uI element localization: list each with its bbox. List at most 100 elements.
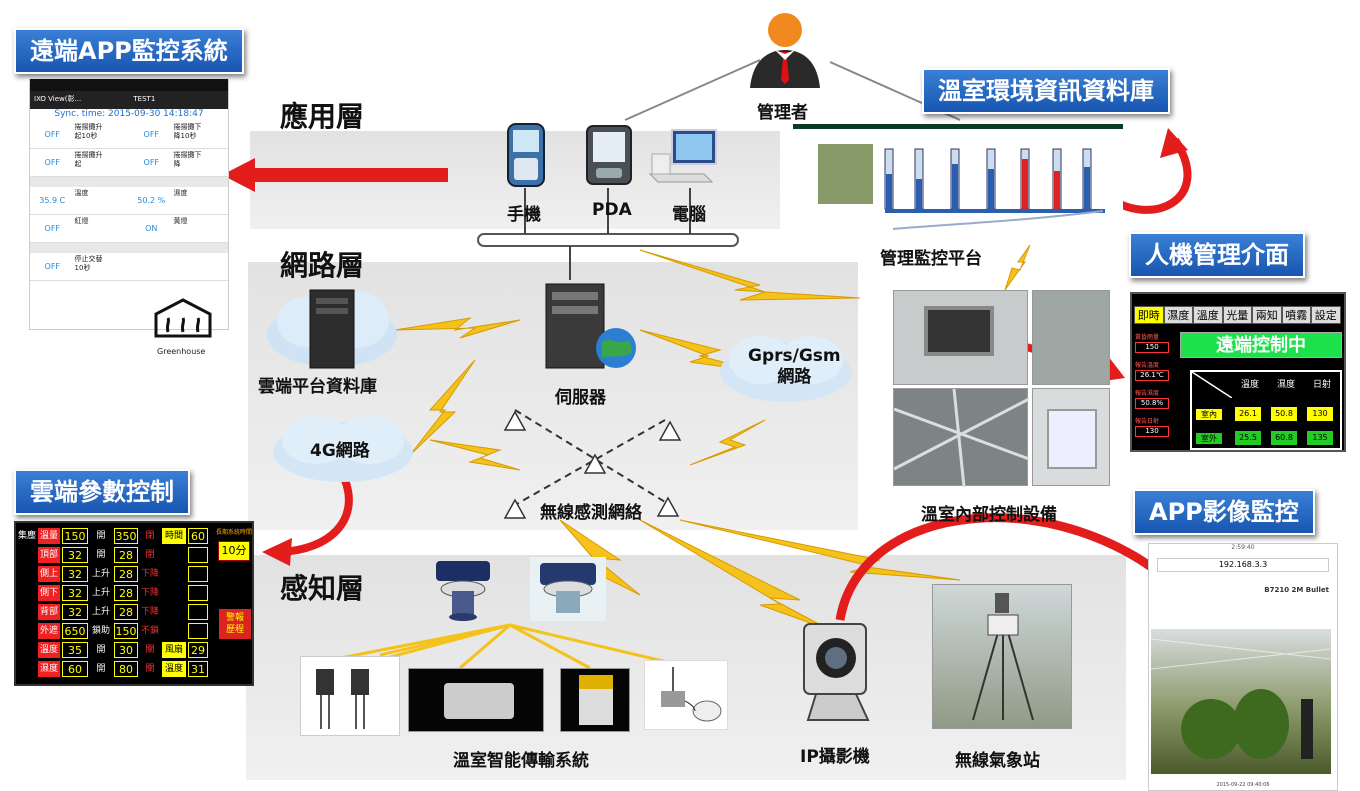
phone-switch-value[interactable]: 50.2 % [137,196,166,205]
hmi-tab[interactable]: 設定 [1311,306,1341,324]
ctrl-cell[interactable] [188,622,208,639]
ip-camera-label: IP攝影機 [800,747,870,767]
ctrl-cell [162,547,186,563]
layer-application: 應用層 [280,100,365,133]
phone-switch-value[interactable]: OFF [143,130,160,139]
title-database: 溫室環境資訊資料庫 [922,68,1170,114]
sensor-canister-photo [560,668,630,732]
hmi-side-value: 50.8% [1135,398,1169,409]
phone-switch-value[interactable]: OFF [44,262,61,271]
camera-address: 192.168.3.3 [1157,558,1329,572]
ctrl-cell[interactable]: 60 [188,527,208,544]
database-screen [793,124,1123,236]
phone-item-label: 捲揚攤下 降 [173,151,202,168]
hmi-value: 25.5 [1235,431,1261,445]
phone-item-label: 捲揚攤下 降10秒 [173,123,202,140]
phone-switch-value[interactable]: 35.9 C [39,196,66,205]
transmitter-photo [408,668,544,732]
pda-label: PDA [592,200,632,220]
ctrl-cell[interactable] [188,565,208,582]
ctrl-cell[interactable]: 28 [114,546,138,563]
ctrl-cell: 時間 [162,527,186,544]
ctrl-cell: 側下 [38,584,60,601]
ctrl-cell[interactable]: 31 [188,660,208,677]
ctrl-cell[interactable]: 150 [62,527,88,544]
ctrl-cell: 閉 [145,530,155,541]
hmi-value: 26.1 [1235,407,1261,421]
ctrl-cell[interactable]: 60 [62,660,88,677]
ctrl-cell[interactable]: 80 [114,660,138,677]
ctrl-cell: 關 [145,663,155,674]
hmi-tab[interactable]: 噴霧 [1281,306,1311,324]
camera-status: 2:59:40 [1231,544,1255,551]
ctrl-cell: 下降 [140,606,159,617]
phone-switch-value[interactable]: ON [145,224,158,233]
ctrl-cell[interactable]: 32 [62,546,88,563]
equipment-photo-box [1032,290,1110,385]
phone-switch-value[interactable]: OFF [44,224,61,233]
phone-switch-value[interactable]: OFF [44,130,61,139]
title-app-video: APP影像監控 [1133,489,1315,535]
phone-item-label: 濕度 [173,189,188,197]
camera-footer: 2015-09-22 09:40:06 [1216,782,1270,788]
hmi-side-value: 26.1℃ [1135,370,1169,381]
hmi-side-value: 130 [1135,426,1169,437]
layer-network: 網路層 [280,249,365,282]
hmi-tab[interactable]: 濕度 [1163,306,1193,324]
solar-sensor-1-icon [436,561,490,621]
ctrl-cell [162,566,186,582]
weather-station-label: 無線氣象站 [955,751,1040,771]
ctrl-cell[interactable]: 35 [62,641,88,658]
hmi-tab[interactable]: 溫度 [1193,306,1223,324]
ctrl-cell[interactable]: 32 [62,565,88,582]
ctrl-cell[interactable]: 28 [114,584,138,601]
ctrl-cell[interactable]: 150 [114,622,138,639]
ctrl-cell[interactable]: 30 [114,641,138,658]
ctrl-cell[interactable]: 28 [114,565,138,582]
pda-icon [586,125,632,185]
ctrl-cell[interactable]: 29 [188,641,208,658]
phone-switch-value[interactable] [129,253,174,280]
alarm-button[interactable]: 警報 歷程 [219,609,251,639]
cloud-4g [273,416,413,482]
camera-feed [1150,629,1332,774]
hmi-tab[interactable]: 光量 [1222,306,1252,324]
ctrl-cell: 溫度 [162,660,186,677]
ctrl-cell[interactable] [188,584,208,601]
cloud-db-icon [267,289,397,369]
phone-item-label: 捲揚攤升 起 [74,151,103,168]
computer-label: 電腦 [672,205,706,225]
hmi-row-name: 室內 [1196,408,1222,420]
ctrl-cell[interactable]: 32 [62,584,88,601]
ctrl-cell[interactable]: 650 [62,622,88,639]
phone-switch-value[interactable]: OFF [44,158,61,167]
ctrl-cell[interactable]: 32 [62,603,88,620]
camera-app-screen: 2:59:40 192.168.3.3 B7210 2M Bullet 2015… [1148,543,1338,791]
mobile-label: 手機 [507,205,541,225]
ctrl-cell[interactable] [188,546,208,563]
ctrl-cell: 外遮 [38,622,60,639]
hmi-tab[interactable]: 即時 [1134,306,1164,324]
ctrl-cell: 濕度 [38,660,60,677]
ctrl-cell[interactable]: 28 [114,603,138,620]
ctrl-cell[interactable]: 350 [114,527,138,544]
inner-equipment-label: 溫室內部控制設備 [921,505,1057,525]
cloud-db-label: 雲端平台資料庫 [258,377,377,397]
hmi-tab[interactable]: 兩知 [1252,306,1282,324]
ctrl-cell [162,585,186,601]
hmi-col-header: 濕度 [1276,380,1295,390]
phone-switch-value[interactable]: OFF [143,158,160,167]
phone-item-label: 捲揚攤升 起10秒 [74,123,103,140]
computer-icon [648,129,717,183]
ctrl-cell[interactable] [188,603,208,620]
ctrl-cell: 側上 [38,565,60,582]
transmission-label: 溫室智能傳輸系統 [453,751,589,771]
